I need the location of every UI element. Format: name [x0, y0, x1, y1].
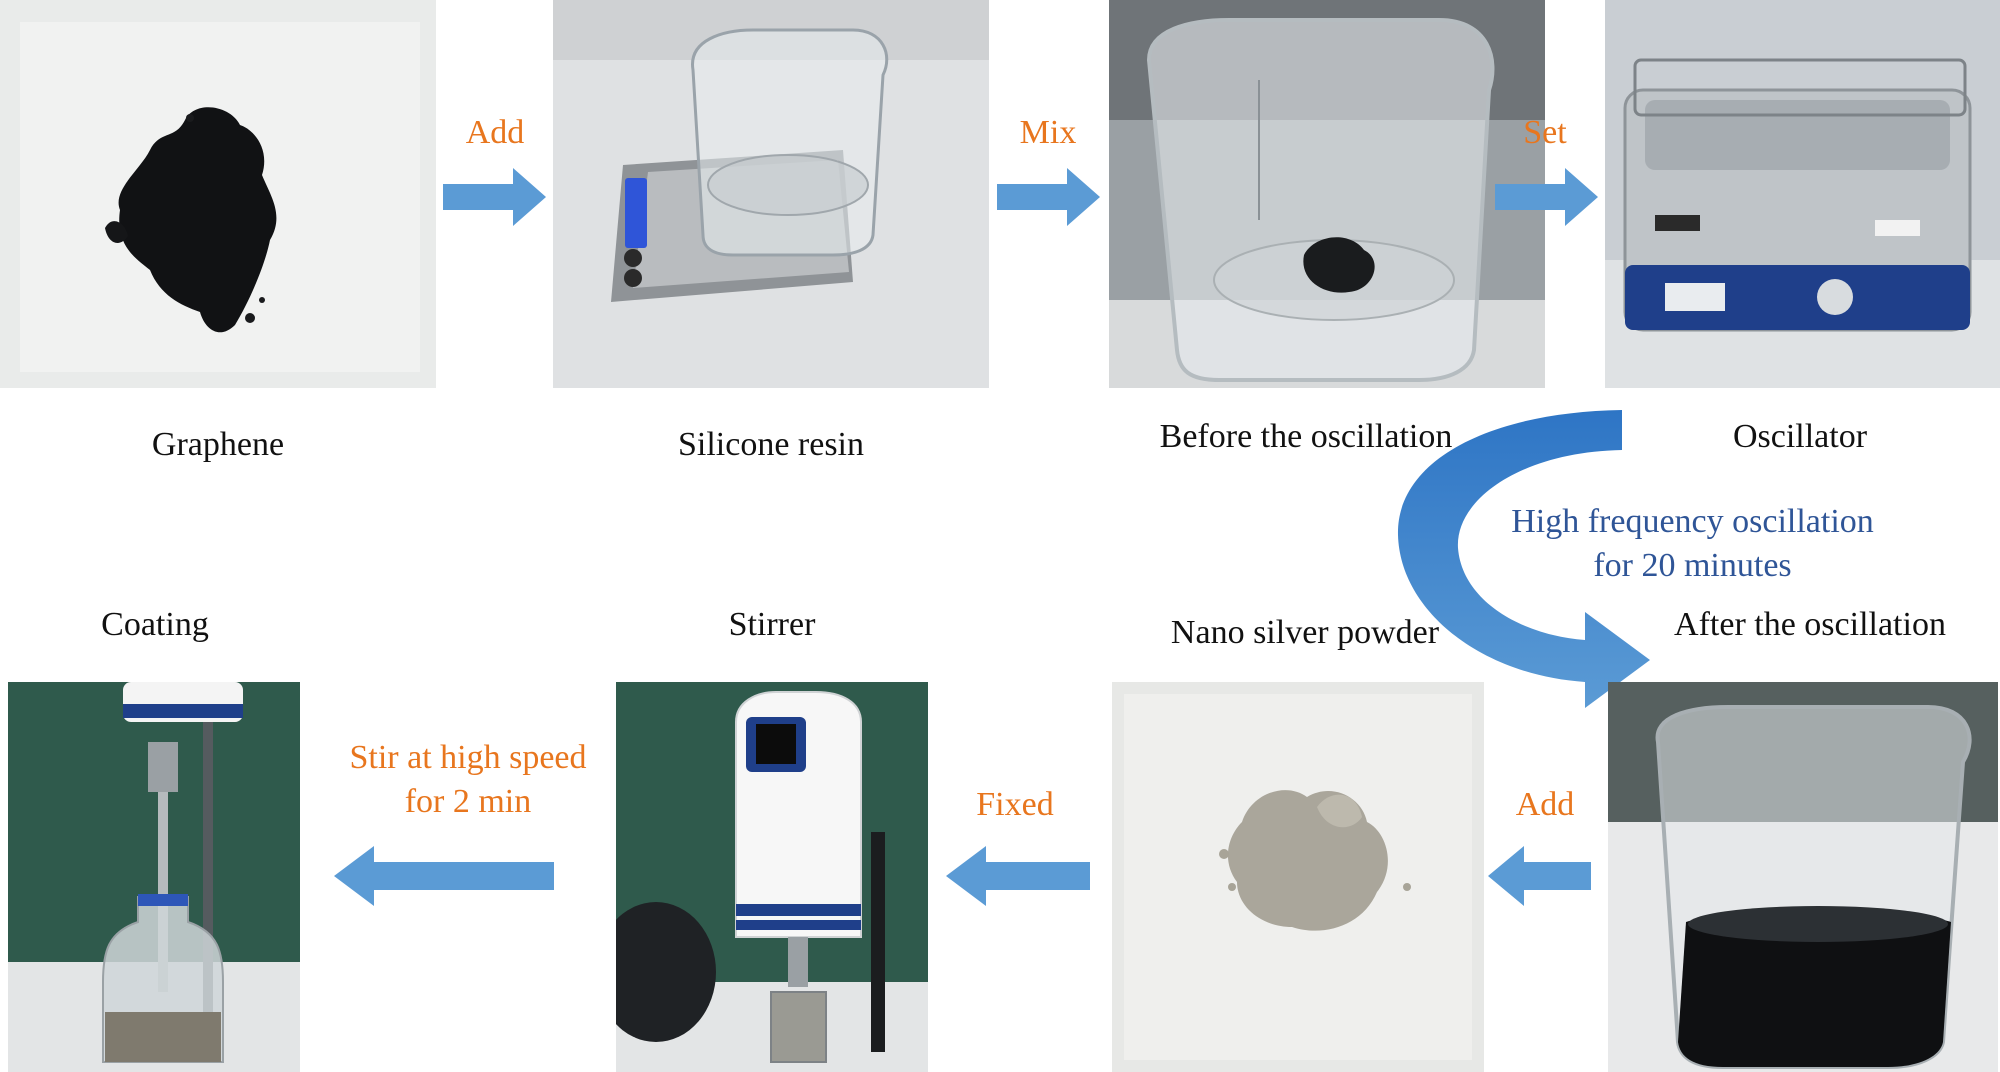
caption-stirrer: Stirrer: [728, 606, 816, 643]
coating-photo: [8, 682, 300, 1072]
step-label-stir: Stir at high speed for 2 min: [318, 736, 618, 824]
step-label-stir-line2: for 2 min: [404, 783, 532, 820]
stir-arrow: [334, 846, 554, 906]
oscillation-label: High frequency oscillation for 20 minute…: [1450, 500, 1935, 588]
before-oscillation-photo: [1109, 0, 1545, 388]
oscillation-label-line1: High frequency oscillation: [1511, 503, 1874, 540]
caption-after-oscillation: After the oscillation: [1674, 606, 1946, 643]
step-label-stir-line1: Stir at high speed: [349, 739, 587, 776]
silicone-resin-photo: [553, 0, 989, 388]
step-label-set: Set: [1523, 114, 1567, 151]
step-label-add-bottom: Add: [1515, 786, 1575, 823]
caption-silicone-resin: Silicone resin: [677, 426, 865, 463]
caption-graphene: Graphene: [151, 426, 285, 463]
caption-nano-silver: Nano silver powder: [1170, 614, 1440, 651]
nano-silver-photo: [1112, 682, 1484, 1072]
step-label-mix: Mix: [1019, 114, 1077, 151]
stirrer-photo: [616, 682, 928, 1072]
add-arrow-bottom: [1488, 846, 1591, 906]
oscillator-photo: [1605, 0, 2000, 388]
set-arrow: [1495, 168, 1598, 226]
fixed-arrow: [946, 846, 1090, 906]
caption-oscillator: Oscillator: [1732, 418, 1868, 455]
oscillation-label-line2: for 20 minutes: [1593, 547, 1792, 584]
add-arrow-top: [443, 168, 546, 226]
caption-coating: Coating: [101, 606, 209, 643]
step-label-fixed: Fixed: [976, 786, 1054, 823]
graphene-photo: [0, 0, 436, 388]
step-label-add-top: Add: [465, 114, 525, 151]
mix-arrow: [997, 168, 1100, 226]
caption-before-oscillation: Before the oscillation: [1159, 418, 1453, 455]
after-oscillation-photo: [1608, 682, 1998, 1072]
